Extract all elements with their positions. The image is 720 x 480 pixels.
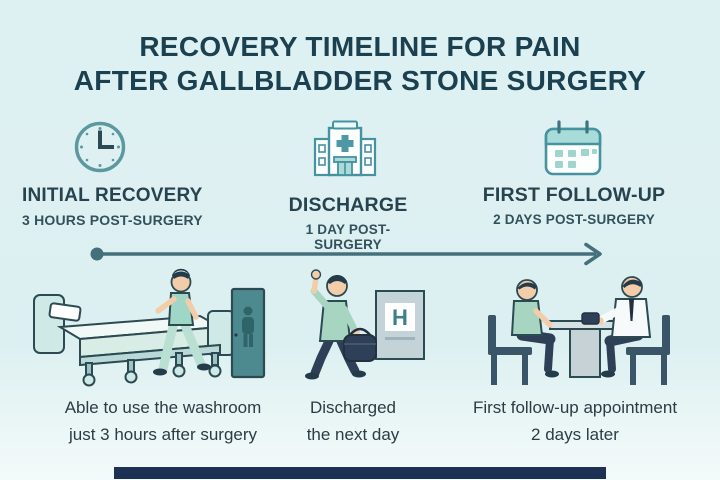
stage-heading: INITIAL RECOVERY [22,185,203,206]
caption-line-2: just 3 hours after surgery [68,425,258,444]
discharge-illustration: H [305,269,425,380]
stage-subheading: 2 DAYS POST-SURGERY [493,212,655,227]
consultation-illustration [488,276,670,385]
caption-line-2: 2 days later [531,425,619,444]
stage-initial-recovery: INITIAL RECOVERY 3 HOURS POST-SURGERY [22,185,203,228]
stage-discharge: DISCHARGE 1 DAY POST-SURGERY [272,194,424,252]
washroom-illustration [33,268,266,387]
walking-patient [153,268,211,376]
seated-patient [510,279,559,378]
caption-initial-recovery: Able to use the washroom just 3 hours af… [32,394,294,448]
title-line-1: RECOVERY TIMELINE FOR PAIN [139,31,581,62]
timeline-arrow [90,242,602,266]
discharged-patient [305,269,377,380]
caption-follow-up: First follow-up appointment 2 days later [444,394,706,448]
caption-line-2: the next day [306,425,400,444]
calendar-icon [544,120,602,176]
stage-subheading: 3 HOURS POST-SURGERY [22,212,203,228]
stage-subheading: 1 DAY POST-SURGERY [305,222,391,252]
page-title: RECOVERY TIMELINE FOR PAIN AFTER GALLBLA… [0,30,720,98]
hospital-bed [33,294,235,387]
footer-bar [114,467,606,479]
washroom-door [230,287,266,379]
doctor-chair [626,315,670,385]
hospital-icon [313,120,377,177]
stage-first-follow-up: FIRST FOLLOW-UP 2 DAYS POST-SURGERY [473,184,675,227]
hospital-sign-letter: H [392,305,408,330]
patient-chair [488,315,532,385]
doctor [581,276,652,378]
hospital-sign: H [375,290,425,360]
stage-heading: FIRST FOLLOW-UP [482,184,666,206]
title-line-2: AFTER GALLBLADDER STONE SURGERY [73,65,647,96]
caption-discharge: Discharged the next day [282,394,424,448]
caption-line-1: Discharged [310,398,396,417]
stage-heading: DISCHARGE [288,194,408,216]
caption-line-1: First follow-up appointment [472,398,678,417]
caption-line-1: Able to use the washroom [64,398,262,417]
clock-icon [74,121,126,173]
